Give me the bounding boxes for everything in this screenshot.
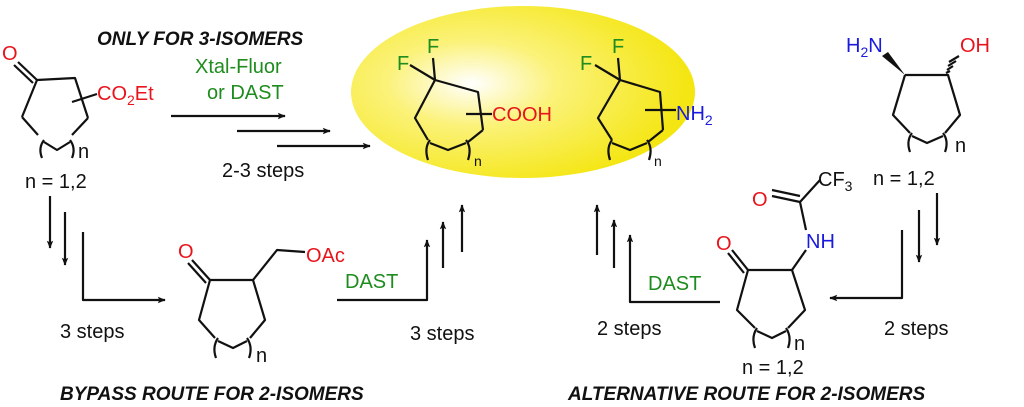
svg-text:3 steps: 3 steps (60, 321, 124, 343)
title-alternative-route: ALTERNATIVE ROUTE FOR 2-ISOMERS (567, 384, 925, 405)
svg-text:O: O (752, 189, 768, 211)
route-3-isomers-arrows: Xtal-Fluor or DAST 2-3 steps (171, 56, 371, 182)
svg-text:O: O (2, 43, 18, 65)
keto-ester-molecule: O CO2Et n n = 1,2 (2, 43, 154, 193)
svg-text:n: n (794, 333, 805, 355)
svg-text:OAc: OAc (306, 245, 345, 267)
svg-text:2-3 steps: 2-3 steps (222, 160, 304, 182)
svg-text:DAST: DAST (648, 273, 701, 295)
svg-text:n: n (474, 153, 482, 169)
svg-text:COOH: COOH (492, 104, 552, 126)
amino-alcohol-molecule: H2N OH n n = 1,2 (846, 35, 990, 190)
svg-text:O: O (178, 241, 194, 263)
svg-text:n = 1,2: n = 1,2 (25, 171, 87, 193)
svg-text:Xtal-Fluor: Xtal-Fluor (195, 56, 282, 78)
svg-text:H2N: H2N (846, 35, 883, 60)
title-only-3-isomers: ONLY FOR 3-ISOMERS (97, 29, 304, 50)
svg-text:2 steps: 2 steps (597, 318, 661, 340)
svg-text:n: n (78, 141, 89, 163)
svg-text:NH: NH (806, 231, 835, 253)
svg-text:n = 1,2: n = 1,2 (742, 357, 804, 379)
svg-text:3 steps: 3 steps (410, 323, 474, 345)
svg-text:n: n (654, 153, 662, 169)
svg-text:OH: OH (960, 35, 990, 57)
title-bypass-route: BYPASS ROUTE FOR 2-ISOMERS (60, 384, 364, 405)
difluoro-carboxylic-acid: F F COOH n (397, 36, 552, 169)
svg-text:DAST: DAST (345, 271, 398, 293)
svg-text:NH2: NH2 (676, 103, 713, 128)
svg-text:or DAST: or DAST (207, 82, 284, 104)
difluoro-amine: F F NH2 n (580, 36, 713, 169)
svg-text:n = 1,2: n = 1,2 (873, 168, 935, 190)
svg-text:n: n (955, 135, 966, 157)
svg-text:F: F (427, 36, 439, 58)
alternative-route-arrows-left: DAST 2 steps (593, 204, 720, 340)
bypass-route-arrows-left: 3 steps (46, 196, 166, 343)
svg-text:CF3: CF3 (818, 169, 853, 194)
target-highlight-ellipse (351, 6, 695, 178)
svg-text:CO2Et: CO2Et (97, 83, 154, 108)
svg-text:F: F (580, 53, 592, 75)
trifluoroacetamido-ketone: O NH O CF3 n n = 1,2 (716, 169, 853, 379)
svg-text:F: F (612, 36, 624, 58)
svg-text:O: O (716, 233, 732, 255)
svg-text:2 steps: 2 steps (884, 318, 948, 340)
svg-text:n: n (256, 345, 267, 367)
bypass-route-arrows-right: DAST 3 steps (337, 204, 474, 345)
svg-text:F: F (397, 53, 409, 75)
acetoxymethyl-ketone: O OAc n (178, 241, 345, 367)
alternative-route-arrows-right: 2 steps (829, 193, 948, 340)
